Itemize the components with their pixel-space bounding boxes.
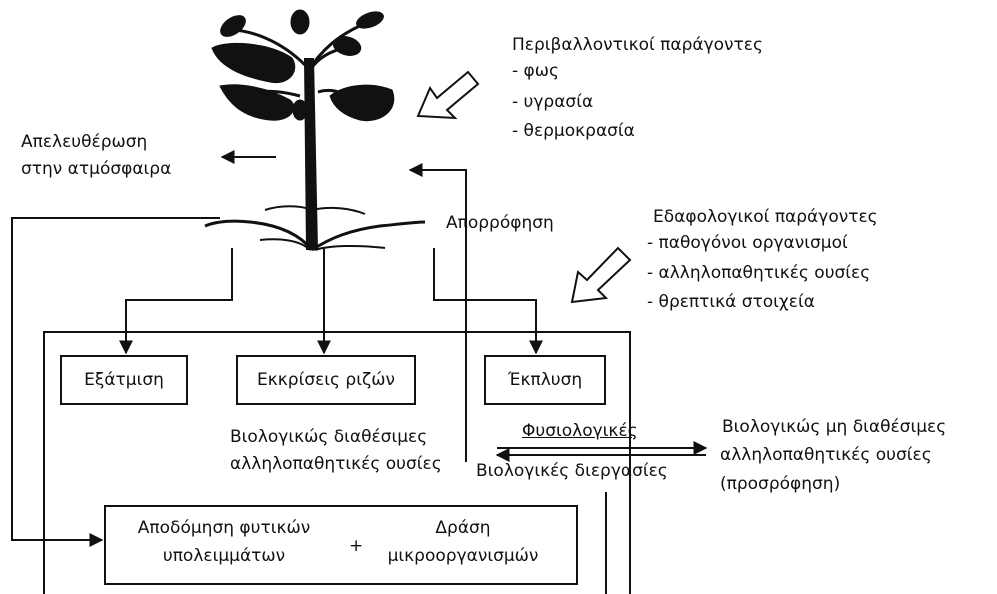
unavailable-line2: αλληλοπαθητικές ουσίες [720, 444, 932, 466]
unavailable-line3: (προσρόφηση) [720, 473, 840, 495]
environmental-item-temperature: - θερμοκρασία [512, 120, 635, 142]
environmental-item-light: - φως [512, 60, 559, 82]
unavailable-line1: Βιολογικώς μη διαθέσιμες [722, 416, 946, 438]
decomposition-right-line1: Δράση [368, 517, 558, 539]
decomposition-box: Αποδόμηση φυτικών υπολειμμάτων + Δράση μ… [104, 505, 578, 585]
leaching-box: Έκπλυση [484, 355, 606, 405]
evaporation-label: Εξάτμιση [84, 370, 164, 390]
processes-biological-label: Βιολογικές διεργασίες [476, 460, 668, 482]
environmental-factors-title: Περιβαλλοντικοί παράγοντες [512, 34, 763, 56]
root-exudates-label: Εκκρίσεις ριζών [257, 370, 395, 390]
decomposition-right-line2: μικροοργανισμών [368, 545, 558, 567]
leaching-label: Έκπλυση [508, 370, 582, 390]
soil-factors-title: Εδαφολογικοί παράγοντες [653, 206, 878, 228]
environmental-item-humidity: - υγρασία [512, 91, 593, 113]
decomposition-left-line2: υπολειμμάτων [124, 545, 324, 567]
soil-item-pathogens: - παθογόνοι οργανισμοί [647, 232, 848, 254]
root-exudates-box: Εκκρίσεις ριζών [236, 355, 416, 405]
processes-physiological-label: Φυσιολογικές [522, 420, 638, 442]
release-label-line2: στην ατμόσφαιρα [21, 158, 171, 180]
soil-item-nutrients: - θρεπτικά στοιχεία [647, 291, 815, 313]
absorption-label: Απορρόφηση [446, 212, 554, 234]
bioavailable-line1: Βιολογικώς διαθέσιμες [230, 426, 427, 448]
drop-arrow-evaporation [126, 248, 232, 353]
soil-item-allelochemicals: - αλληλοπαθητικές ουσίες [647, 262, 870, 284]
drop-arrow-leaching [434, 248, 536, 353]
soil-hollow-arrow [572, 248, 630, 302]
bioavailable-line2: αλληλοπαθητικές ουσίες [230, 453, 442, 475]
decomposition-plus: + [349, 535, 363, 557]
release-label-line1: Απελευθέρωση [21, 131, 147, 153]
plant-illustration [205, 9, 425, 250]
evaporation-box: Εξάτμιση [60, 355, 188, 405]
environmental-hollow-arrow [418, 72, 478, 118]
decomposition-left-line1: Αποδόμηση φυτικών [124, 517, 324, 539]
